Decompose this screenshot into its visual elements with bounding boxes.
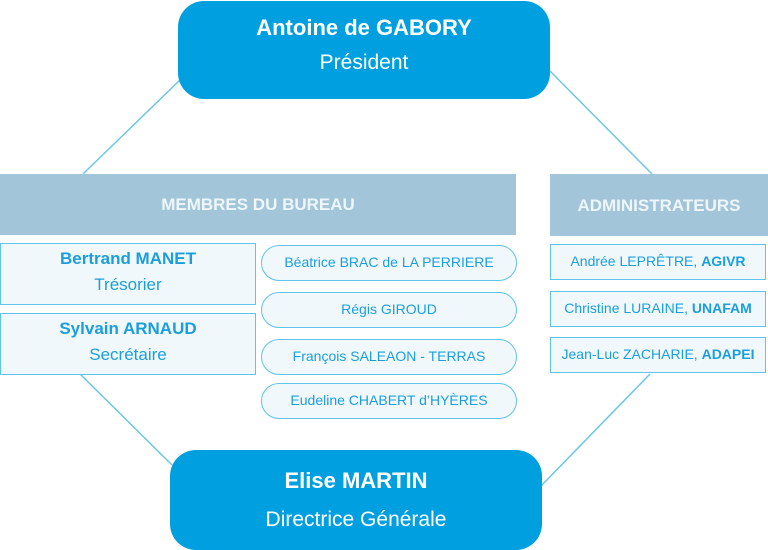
bureau-member: François SALEAON - TERRAS	[261, 339, 517, 375]
bureau-title: MEMBRES DU BUREAU	[161, 195, 355, 214]
administrateurs-title: ADMINISTRATEURS	[577, 196, 741, 215]
officer-role: Secrétaire	[89, 345, 167, 364]
connector-president-bureau	[82, 79, 181, 175]
connector-bureau-director	[79, 373, 173, 466]
administrateur-org: ADAPEI	[701, 346, 755, 362]
administrateur-separator: ,	[693, 346, 702, 362]
president-box: Antoine de GABORY Président	[178, 1, 550, 99]
officer-card-secretary: Sylvain ARNAUD Secrétaire	[0, 313, 256, 375]
connector-president-administrateurs	[549, 70, 653, 175]
administrateur-card: Christine LURAINE, UNAFAM	[550, 291, 766, 327]
director-box: Elise MARTIN Directrice Générale	[170, 450, 542, 550]
officer-name: Sylvain ARNAUD	[59, 319, 197, 338]
officer-role: Trésorier	[94, 275, 162, 294]
administrateurs-header: ADMINISTRATEURS	[550, 174, 768, 236]
administrateur-card: Jean-Luc ZACHARIE, ADAPEI	[550, 337, 766, 373]
bureau-member: Régis GIROUD	[261, 292, 517, 328]
administrateur-org: UNAFAM	[691, 300, 752, 316]
director-name: Elise MARTIN	[284, 468, 428, 493]
administrateur-name: Christine LURAINE	[564, 300, 685, 316]
administrateur-separator: ,	[684, 300, 692, 316]
director-role: Directrice Générale	[265, 508, 447, 531]
president-name: Antoine de GABORY	[256, 15, 472, 40]
president-role: Président	[319, 51, 409, 74]
administrateur-name: Jean-Luc ZACHARIE	[561, 346, 694, 362]
administrateur-separator: ,	[693, 253, 702, 269]
bureau-member: Eudeline CHABERT d’HYÈRES	[261, 383, 517, 419]
administrateur-org: AGIVR	[701, 253, 746, 269]
connector-administrateurs-director	[540, 373, 651, 487]
officer-name: Bertrand MANET	[59, 249, 196, 268]
administrateur-name: Andrée LEPRÊTRE	[570, 253, 694, 269]
bureau-header: MEMBRES DU BUREAU	[0, 174, 516, 235]
bureau-member: Béatrice BRAC de LA PERRIERE	[261, 245, 517, 281]
officer-card-treasurer: Bertrand MANET Trésorier	[0, 243, 256, 305]
administrateur-card: Andrée LEPRÊTRE, AGIVR	[550, 244, 766, 280]
